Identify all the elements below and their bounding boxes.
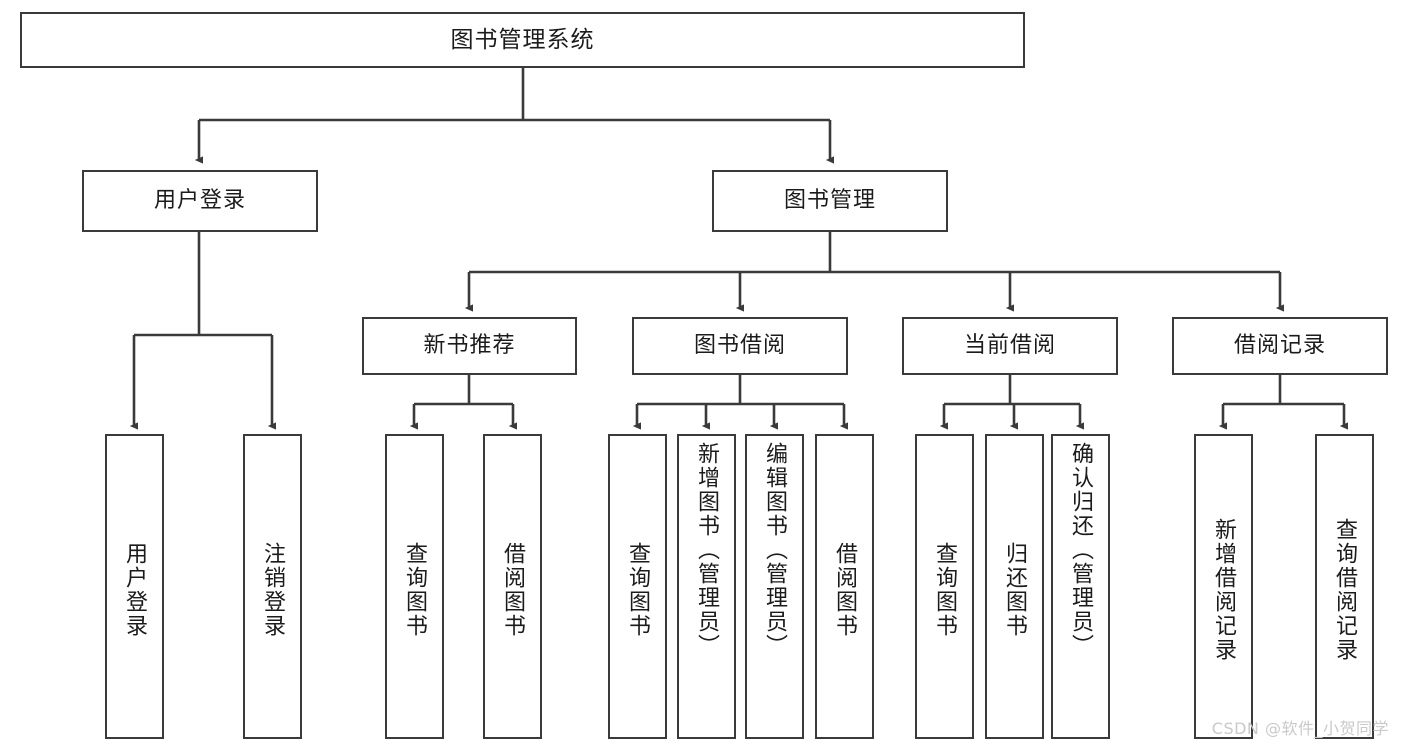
leaf-borrow-borrow-book[interactable]: 借阅图书 [815,434,874,739]
leaf-label: 查询借阅记录 [1332,517,1358,662]
leaf-current-query-book[interactable]: 查询图书 [915,434,974,739]
leaf-label: 借阅图书 [500,541,526,638]
leaf-label: 查询图书 [402,541,428,638]
node-new-book-recommend[interactable]: 新书推荐 [362,317,577,375]
node-label: 图书管理 [783,188,876,214]
node-label: 图书借阅 [693,333,786,359]
node-label: 用户登录 [153,188,246,214]
watermark-text: CSDN @软件_小贺同学 [1211,719,1389,738]
leaf-label: 查询图书 [932,541,958,638]
node-label: 新书推荐 [423,333,516,359]
node-borrow-record[interactable]: 借阅记录 [1172,317,1388,375]
leaf-label: 查询图书 [625,541,651,638]
leaf-label: 编辑图书（管理员） [762,442,788,658]
leaf-newbook-borrow-book[interactable]: 借阅图书 [483,434,542,739]
leaf-label: 借阅图书 [832,541,858,638]
leaf-label: 新增借阅记录 [1211,517,1237,662]
leaf-label: 归还图书 [1002,541,1028,638]
node-label: 当前借阅 [963,333,1056,359]
leaf-current-return-book[interactable]: 归还图书 [985,434,1044,739]
leaf-label: 确认归还（管理员） [1068,442,1094,658]
leaf-label: 新增图书（管理员） [694,442,720,658]
leaf-user-login[interactable]: 用户登录 [105,434,164,739]
node-book-manage[interactable]: 图书管理 [712,170,948,232]
node-label: 图书管理系统 [450,26,595,53]
leaf-borrow-add-book-admin[interactable]: 新增图书（管理员） [677,434,736,739]
leaf-newbook-query-book[interactable]: 查询图书 [385,434,444,739]
node-current-borrow[interactable]: 当前借阅 [902,317,1118,375]
node-book-borrow[interactable]: 图书借阅 [632,317,848,375]
node-root-system[interactable]: 图书管理系统 [20,12,1025,68]
node-label: 借阅记录 [1233,333,1326,359]
leaf-record-query-borrow-record[interactable]: 查询借阅记录 [1315,434,1374,739]
node-user-login[interactable]: 用户登录 [82,170,318,232]
leaf-label: 注销登录 [260,541,286,638]
leaf-user-logout[interactable]: 注销登录 [243,434,302,739]
leaf-borrow-edit-book-admin[interactable]: 编辑图书（管理员） [745,434,804,739]
leaf-record-add-borrow-record[interactable]: 新增借阅记录 [1194,434,1253,739]
leaf-label: 用户登录 [122,541,148,638]
leaf-borrow-query-book[interactable]: 查询图书 [608,434,667,739]
leaf-current-confirm-return-admin[interactable]: 确认归还（管理员） [1051,434,1110,739]
